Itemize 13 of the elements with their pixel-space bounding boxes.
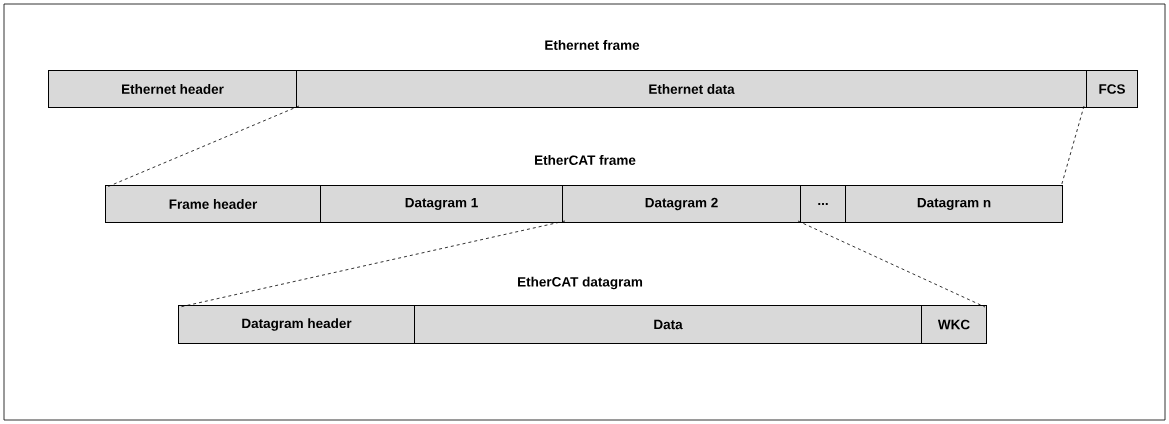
field-cell: FCS: [1086, 70, 1138, 108]
frame-title: EtherCAT datagram: [518, 276, 643, 290]
field-cell: Datagram header: [178, 305, 415, 344]
field-cell: ...: [800, 185, 846, 223]
dashed-line: [797, 220, 986, 308]
frame-title: EtherCAT frame: [535, 155, 636, 165]
frame-title: Ethernet frame: [545, 40, 640, 50]
dashed-line: [106, 105, 300, 188]
field-cell: WKC: [921, 305, 987, 344]
field-cell: Datagram 1: [320, 185, 563, 223]
field-cell: Frame header: [105, 185, 321, 223]
dashed-line: [1060, 105, 1085, 188]
field-cell: Ethernet header: [48, 70, 297, 108]
